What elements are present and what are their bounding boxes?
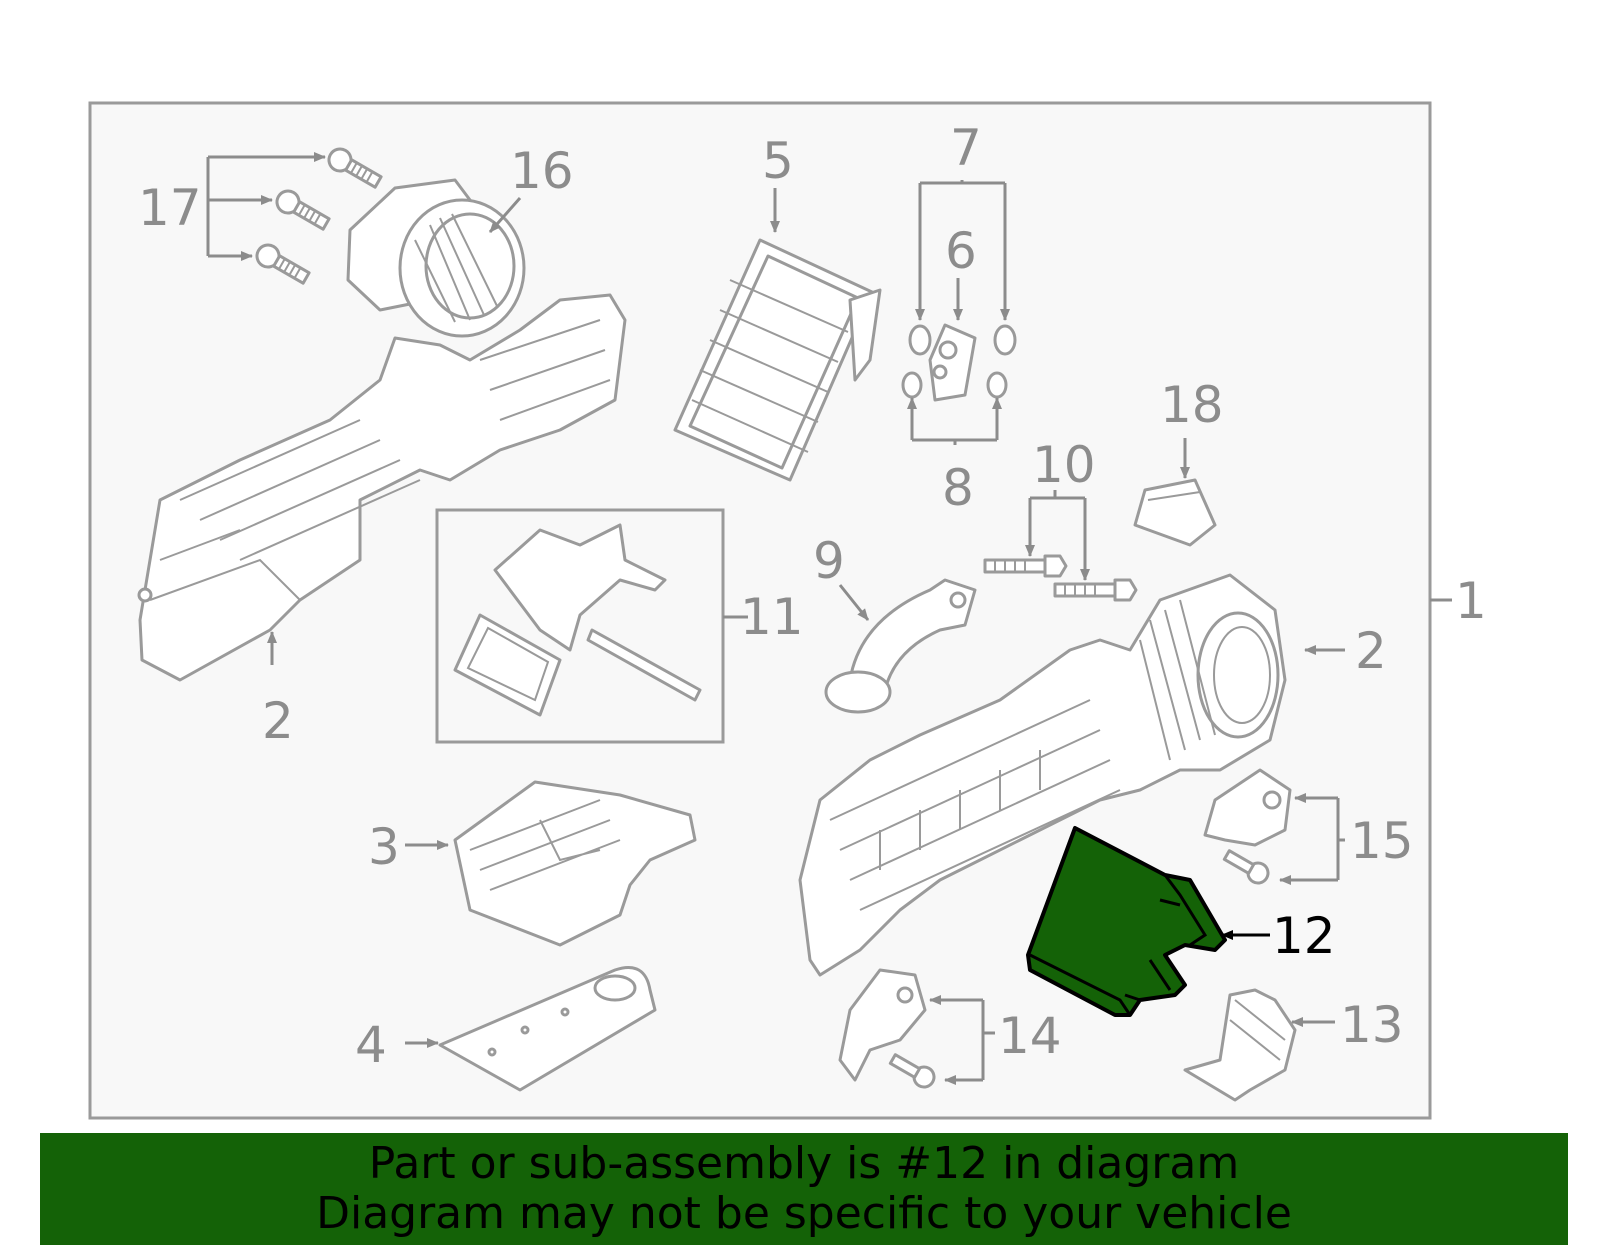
leader-10 <box>1028 490 1087 575</box>
label-11: 11 <box>740 588 804 646</box>
leader-14 <box>930 998 995 1082</box>
label-1: 1 <box>1455 572 1487 630</box>
part-7-o-rings[interactable] <box>908 324 1017 356</box>
part-13-cover[interactable] <box>1183 988 1297 1102</box>
label-6: 6 <box>945 222 977 280</box>
label-16: 16 <box>510 142 574 200</box>
part-15-actuator[interactable] <box>1203 768 1292 887</box>
part-2-housing-left[interactable] <box>137 293 627 682</box>
part-10-bolts[interactable] <box>983 554 1138 602</box>
part-4-plate[interactable] <box>438 966 657 1092</box>
part-11-kit[interactable] <box>453 523 702 717</box>
banner-line-2: Diagram may not be specific to your vehi… <box>316 1188 1292 1239</box>
leader-7 <box>918 180 1007 318</box>
label-2a: 2 <box>262 692 294 750</box>
leader-16 <box>488 197 522 233</box>
label-9: 9 <box>813 532 845 590</box>
label-15: 15 <box>1350 812 1414 870</box>
label-7: 7 <box>950 119 982 177</box>
part-14-actuator[interactable] <box>838 968 938 1091</box>
part-18-bracket[interactable] <box>1133 478 1217 547</box>
label-4: 4 <box>355 1016 387 1074</box>
part-12-evaporator[interactable] <box>1026 826 1227 1017</box>
leader-15 <box>1280 796 1345 882</box>
label-18: 18 <box>1160 376 1224 434</box>
label-2b: 2 <box>1355 622 1387 680</box>
part-3-case[interactable] <box>453 780 697 947</box>
part-11-kit-box <box>435 508 725 744</box>
part-17-screws[interactable] <box>253 145 384 288</box>
label-17: 17 <box>138 179 202 237</box>
leader-8 <box>910 402 999 445</box>
label-13: 13 <box>1340 996 1404 1054</box>
part-16-blower-motor[interactable] <box>346 178 526 338</box>
label-12: 12 <box>1272 907 1336 965</box>
part-6-expansion-valve[interactable] <box>928 323 977 402</box>
label-5: 5 <box>762 132 794 190</box>
part-5-heater-core[interactable] <box>673 238 882 482</box>
label-10: 10 <box>1032 436 1096 494</box>
leader-9 <box>838 584 870 621</box>
label-14: 14 <box>998 1007 1062 1065</box>
label-3: 3 <box>368 818 400 876</box>
part-2-housing-right[interactable] <box>798 573 1287 977</box>
label-8: 8 <box>942 459 974 517</box>
info-banner: Part or sub-assembly is #12 in diagram D… <box>40 1133 1568 1245</box>
part-9-pipe[interactable] <box>824 578 977 714</box>
leader-17 <box>206 155 325 258</box>
banner-line-1: Part or sub-assembly is #12 in diagram <box>368 1138 1240 1189</box>
